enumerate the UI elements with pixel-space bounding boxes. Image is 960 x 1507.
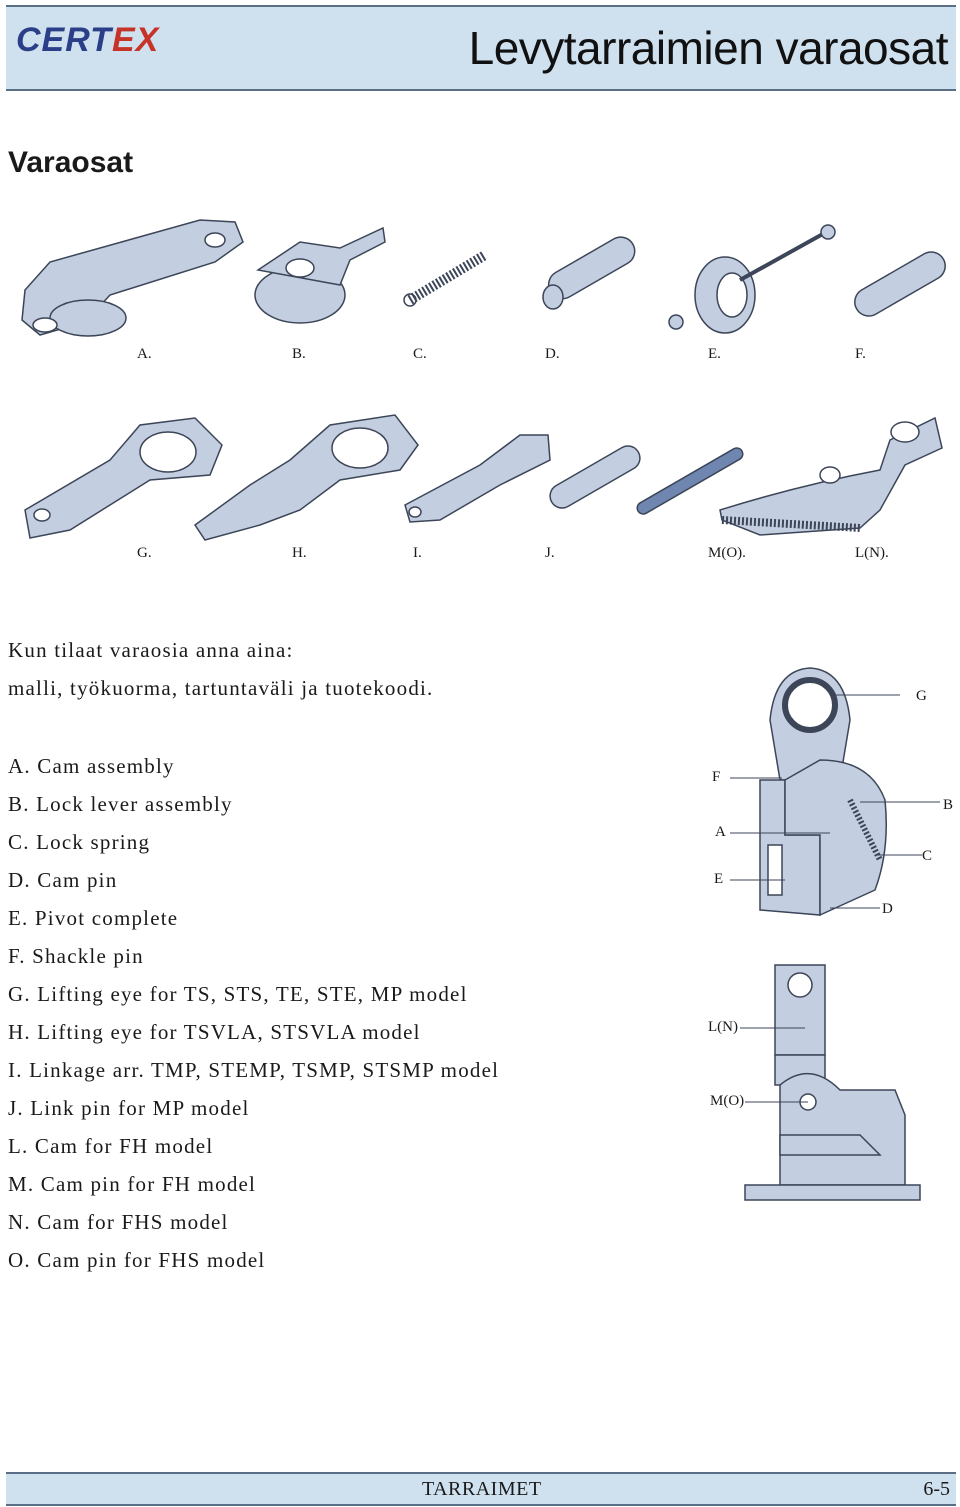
part-label-e: E. — [708, 346, 721, 362]
part-label-j: J. — [545, 545, 555, 561]
diagram-label-e: E — [714, 871, 724, 887]
part-label-a: A. — [137, 346, 152, 362]
part-label-d: D. — [545, 346, 560, 362]
diagram-label-b: B — [943, 797, 954, 813]
part-label-mo: M(O). — [708, 545, 746, 561]
parts-row-1-illustration — [21, 219, 946, 337]
part-label-g: G. — [137, 545, 152, 561]
logo-part-1: CERT — [16, 21, 112, 59]
legend-item: A. Cam assembly — [8, 754, 175, 778]
clamp-diagram-2 — [740, 964, 921, 1201]
legend-item: M. Cam pin for FH model — [8, 1172, 257, 1196]
diagram-label-c: C — [922, 848, 933, 864]
parts-legend: A. Cam assembly B. Lock lever assembly C… — [8, 747, 499, 1279]
legend-item: B. Lock lever assembly — [8, 792, 233, 816]
part-label-b: B. — [292, 346, 306, 362]
page-header: CERTEX Levytarraimien varaosat — [6, 5, 956, 91]
section-title: Varaosat — [8, 146, 134, 179]
legend-item: D. Cam pin — [8, 868, 118, 892]
diagram-label-mo: M(O) — [710, 1093, 745, 1109]
legend-item: F. Shackle pin — [8, 944, 144, 968]
legend-item: O. Cam pin for FHS model — [8, 1248, 266, 1272]
page-footer: TARRAIMET 6-5 — [6, 1472, 956, 1506]
legend-item: J. Link pin for MP model — [8, 1096, 250, 1120]
clamp-diagram-1 — [730, 667, 940, 917]
legend-item: E. Pivot complete — [8, 906, 179, 930]
diagram-label-ln: L(N) — [708, 1019, 738, 1035]
part-label-h: H. — [292, 545, 307, 561]
legend-item: N. Cam for FHS model — [8, 1210, 229, 1234]
page-number: 6-5 — [923, 1478, 950, 1500]
certex-logo: CERTEX — [16, 21, 159, 60]
part-label-c: C. — [413, 346, 427, 362]
footer-section-text: TARRAIMET — [422, 1478, 542, 1500]
part-label-ln: L(N). — [855, 545, 889, 561]
page-title: Levytarraimien varaosat — [468, 22, 949, 74]
legend-item: G. Lifting eye for TS, STS, TE, STE, MP … — [8, 982, 468, 1006]
diagram-label-d: D — [882, 901, 893, 917]
legend-item: C. Lock spring — [8, 830, 151, 854]
parts-row-2-illustration — [24, 414, 943, 541]
legend-item: L. Cam for FH model — [8, 1134, 214, 1158]
diagram-label-a: A — [715, 824, 726, 840]
part-label-f: F. — [855, 346, 866, 362]
intro-line-1: Kun tilaat varaosia anna aina: — [8, 638, 294, 662]
part-label-i: I. — [413, 545, 422, 561]
diagram-label-f: F — [712, 769, 721, 785]
diagram-label-g: G — [916, 688, 927, 704]
logo-part-2: EX — [111, 21, 160, 59]
intro-line-2: malli, työkuorma, tartuntaväli ja tuotek… — [8, 676, 434, 700]
legend-item: H. Lifting eye for TSVLA, STSVLA model — [8, 1020, 421, 1044]
legend-item: I. Linkage arr. TMP, STEMP, TSMP, STSMP … — [8, 1058, 500, 1082]
